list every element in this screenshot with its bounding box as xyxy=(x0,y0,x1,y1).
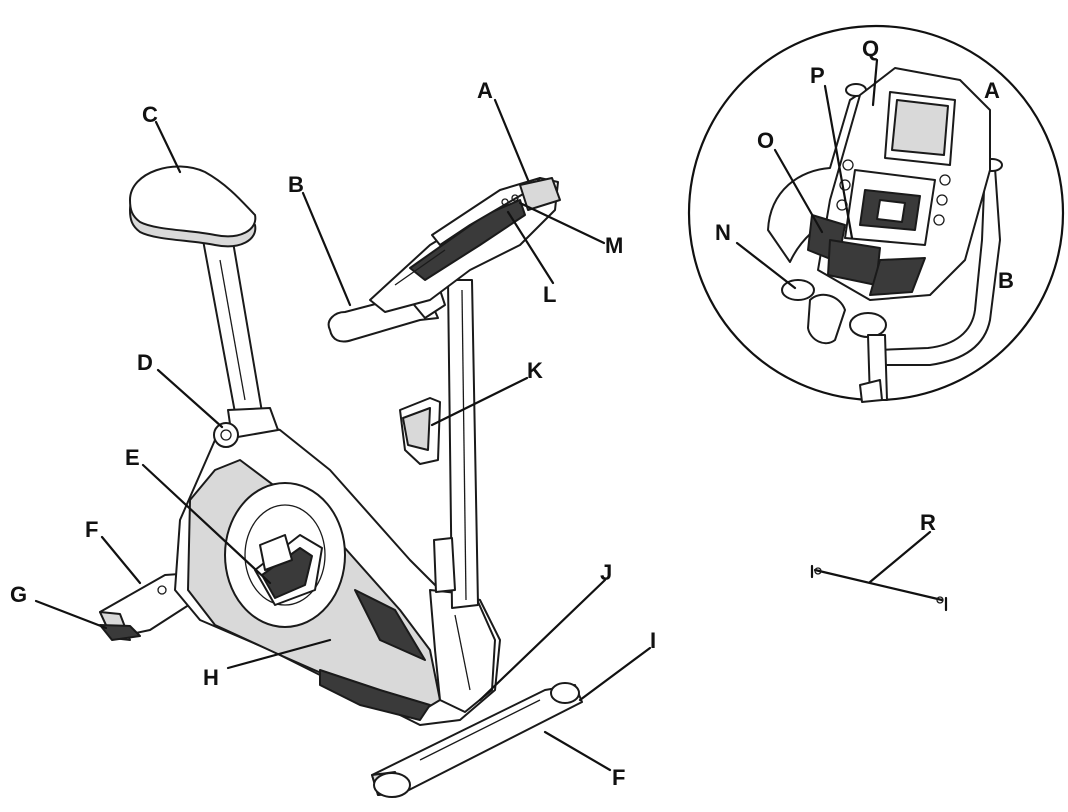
label-b-inset: B xyxy=(998,268,1014,293)
label-e: E xyxy=(125,445,140,470)
leader-lines xyxy=(34,58,932,772)
label-r: R xyxy=(920,510,936,535)
label-p: P xyxy=(810,63,825,88)
upright-post xyxy=(433,279,479,609)
label-g: G xyxy=(10,582,27,607)
label-f-front: F xyxy=(612,765,625,790)
handlebar xyxy=(327,289,446,343)
front-stabilizer xyxy=(371,682,583,798)
label-a-inset: A xyxy=(984,78,1000,103)
label-j: J xyxy=(600,560,612,585)
label-b: B xyxy=(288,172,304,197)
bottle-holder xyxy=(399,397,441,465)
console xyxy=(369,177,561,313)
part-labels: A B C D E F G H I J K L M F N O P Q A B … xyxy=(10,36,1014,790)
label-a: A xyxy=(477,78,493,103)
rod-part xyxy=(810,564,948,612)
label-m: M xyxy=(605,233,623,258)
label-l: L xyxy=(543,282,556,307)
label-i: I xyxy=(650,628,656,653)
label-o: O xyxy=(757,128,774,153)
label-n: N xyxy=(715,220,731,245)
bike-illustration xyxy=(99,165,583,798)
label-q: Q xyxy=(862,36,879,61)
label-k: K xyxy=(527,358,543,383)
console-detail-inset xyxy=(687,24,1065,403)
label-h: H xyxy=(203,665,219,690)
label-d: D xyxy=(137,350,153,375)
bike-frame xyxy=(174,419,501,726)
label-f-rear: F xyxy=(85,517,98,542)
seat-assembly xyxy=(129,165,279,448)
label-c: C xyxy=(142,102,158,127)
